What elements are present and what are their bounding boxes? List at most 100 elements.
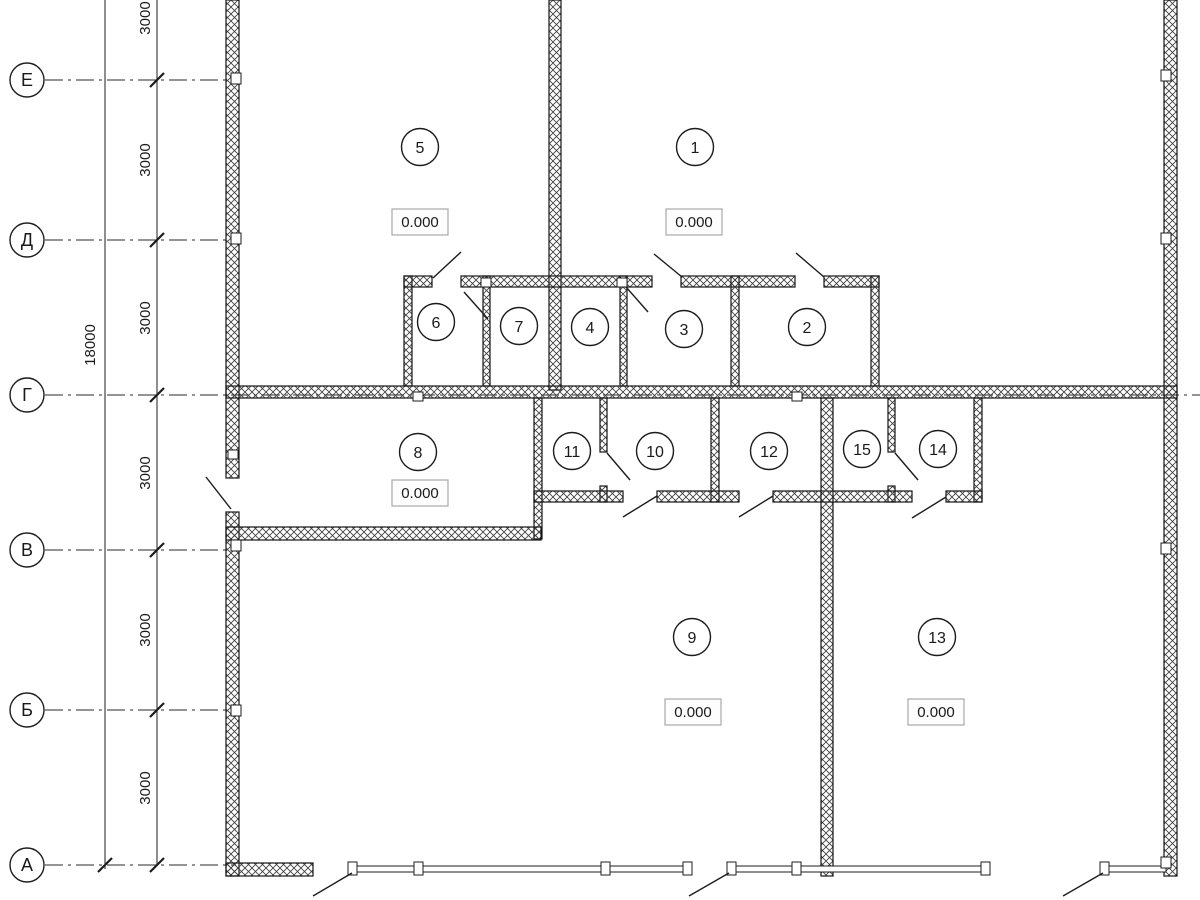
room-number: 15 (853, 442, 871, 459)
junction-mark (616, 277, 628, 288)
window-mark (230, 539, 242, 552)
wall-segment (1163, 0, 1178, 877)
junction-mark (480, 277, 492, 288)
elevation-value: 0.000 (674, 704, 712, 721)
axis-bubble-v: В (9, 532, 45, 568)
room-number: 9 (688, 630, 697, 647)
room-tag-11: 11 (552, 431, 592, 471)
door-leaf (432, 251, 462, 279)
dim-tick (149, 387, 165, 403)
elevation-label-room13: 0.000 (907, 698, 965, 726)
door-leaf (738, 495, 774, 518)
elevation-value: 0.000 (401, 485, 439, 502)
wall-segment (403, 275, 413, 387)
elevation-label-room1: 0.000 (665, 208, 723, 236)
axis-bubble-label: Е (21, 70, 33, 90)
room-tag-10: 10 (635, 431, 675, 471)
elevation-box (907, 698, 965, 726)
room-tag-4: 4 (570, 307, 610, 347)
door-leaf (205, 476, 232, 510)
window-mark (230, 72, 242, 85)
room-tag-15: 15 (842, 429, 882, 469)
junction-mark (791, 391, 803, 402)
wall-segment (730, 275, 740, 387)
dimension-text: 3000 (137, 301, 154, 334)
room-number: 12 (760, 444, 778, 461)
door-leaves (205, 251, 1104, 897)
elevation-box (391, 208, 449, 236)
junction-mark (227, 449, 239, 460)
room-tag-circle (398, 432, 438, 472)
elevation-value: 0.000 (675, 214, 713, 231)
room-number: 7 (515, 319, 524, 336)
room-tag-12: 12 (749, 431, 789, 471)
window-mullion-mark (413, 861, 424, 876)
wall-segment (225, 862, 314, 877)
axis-bubble-circle (9, 532, 45, 568)
dimension-text: 3000 (137, 456, 154, 489)
wall-segment (225, 511, 240, 877)
axis-bubble-label: В (21, 540, 33, 560)
axis-bubble-label: Д (21, 230, 33, 250)
room-tag-6: 6 (416, 302, 456, 342)
door-leaf (653, 253, 683, 278)
elevation-box (391, 479, 449, 507)
wall-segment (460, 275, 653, 288)
elevation-label-room9: 0.000 (664, 698, 722, 726)
room-tag-2: 2 (787, 307, 827, 347)
wall-marks (227, 69, 1172, 869)
window-bands (347, 861, 1167, 876)
door-leaf (312, 872, 353, 897)
wall-segment (619, 275, 628, 387)
axis-bubble-label: Г (22, 385, 32, 405)
window-mark (230, 704, 242, 717)
junction-mark (412, 391, 424, 402)
room-tag-circle (672, 617, 712, 657)
wall-segment (772, 490, 913, 503)
room-tag-circle (749, 431, 789, 471)
dim-tick (149, 232, 165, 248)
elevation-box (665, 208, 723, 236)
dimension-text: 3000 (137, 143, 154, 176)
wall-segment (599, 397, 608, 453)
door-leaf (911, 496, 947, 519)
room-tag-13: 13 (917, 617, 957, 657)
axis-bubbles: Е Д Г В Б А (9, 62, 45, 883)
window-band (1103, 865, 1167, 873)
dimension-text: 3000 (137, 1, 154, 34)
axis-bubble-e: Е (9, 62, 45, 98)
door-leaf (1062, 872, 1104, 897)
wall-segment (225, 526, 542, 541)
room-tag-5: 5 (400, 127, 440, 167)
axis-bubble-label: Б (21, 700, 33, 720)
room-tag-circle (917, 617, 957, 657)
room-number: 11 (564, 444, 581, 461)
room-number: 6 (432, 315, 441, 332)
dimension-total-text: 18000 (82, 324, 99, 366)
room-number: 10 (646, 444, 664, 461)
wall-segment (482, 275, 491, 387)
elevation-labels: 0.000 0.000 0.000 0.000 0.000 (391, 208, 965, 726)
room-number: 4 (586, 320, 595, 337)
room-tag-3: 3 (664, 309, 704, 349)
wall-segment (656, 490, 740, 503)
axis-lines (45, 79, 1200, 866)
elevation-value: 0.000 (401, 214, 439, 231)
room-tag-circle (918, 429, 958, 469)
room-tag-circle (842, 429, 882, 469)
axis-bubble-circle (9, 377, 45, 413)
wall-segment (533, 490, 624, 503)
room-number: 2 (803, 320, 812, 337)
axis-bubble-circle (9, 847, 45, 883)
room-tag-circle (499, 306, 539, 346)
wall-segment (225, 385, 1178, 399)
room-number: 3 (680, 322, 689, 339)
elevation-value: 0.000 (917, 704, 955, 721)
dim-tick (97, 857, 113, 873)
wall-segment (820, 397, 834, 877)
room-number: 8 (414, 445, 423, 462)
dimension-text: 3000 (137, 613, 154, 646)
room-number: 13 (928, 630, 946, 647)
door-leaf (894, 452, 919, 481)
